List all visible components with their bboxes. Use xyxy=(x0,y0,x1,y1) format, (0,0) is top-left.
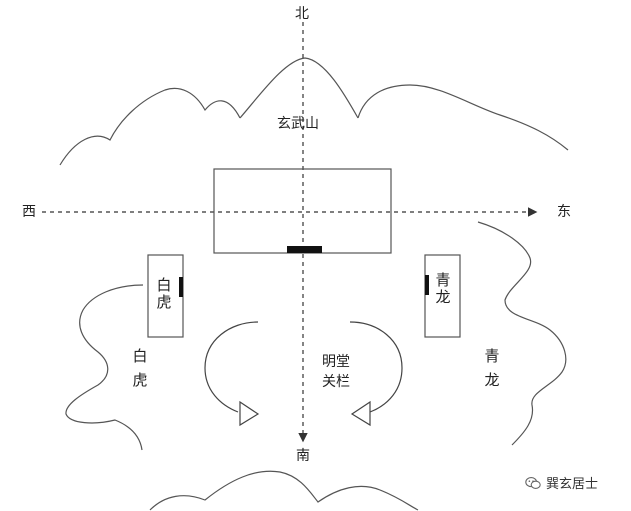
mountain-ridge-right xyxy=(357,84,569,151)
east-label: 东 xyxy=(557,204,571,220)
azure-dragon-building xyxy=(424,254,461,338)
inner-azure-dragon-label: 青龙 xyxy=(435,271,451,306)
right-arc-arrowhead xyxy=(350,400,371,427)
outer-white-tiger-label: 白虎 xyxy=(132,347,148,389)
outer-azure-dragon-ridge xyxy=(477,221,567,446)
outer-azure-dragon-label: 青龙 xyxy=(484,347,500,389)
north-label: 北 xyxy=(295,6,309,22)
bright-hall-label: 明堂 xyxy=(322,354,350,370)
mountain-ridge-bottom xyxy=(149,470,419,511)
watermark: 巽玄居士 xyxy=(524,473,598,492)
mountain-peak-center xyxy=(239,57,359,119)
south-label: 南 xyxy=(296,448,310,464)
west-label: 西 xyxy=(22,204,36,220)
main-building-door xyxy=(287,246,322,253)
barrier-label: 关栏 xyxy=(322,374,350,390)
mountain-ridge-left xyxy=(59,87,241,166)
white-tiger-door xyxy=(179,277,183,297)
azure-dragon-door xyxy=(425,275,429,295)
outer-white-tiger-ridge xyxy=(65,284,144,451)
inner-white-tiger-label: 白虎 xyxy=(156,276,172,311)
watermark-text: 巽玄居士 xyxy=(546,477,599,492)
mountain-label: 玄武山 xyxy=(277,116,319,132)
right-enclosing-arc xyxy=(349,321,403,413)
left-arc-arrowhead xyxy=(239,400,260,427)
wechat-icon xyxy=(525,476,541,489)
left-enclosing-arc xyxy=(204,321,259,413)
